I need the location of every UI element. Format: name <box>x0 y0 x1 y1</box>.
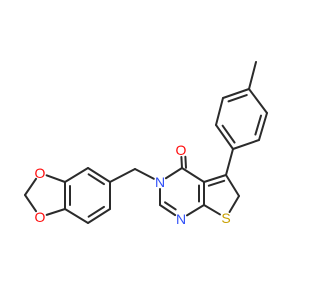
bond-N1-C7a <box>185 204 205 217</box>
bond-C6-S <box>228 195 240 213</box>
bond-CH2diox-O_dioxole_bottom <box>24 194 38 213</box>
atom-label-n3: N <box>155 174 165 190</box>
atom-label-n1: N <box>176 211 186 227</box>
bond-B2-B3 <box>64 167 89 183</box>
bond-T5-T6-double <box>254 114 263 136</box>
bond-N3-CH2 <box>134 168 155 180</box>
bond-T3-T4 <box>222 88 250 99</box>
atom-label-o-dioxole-top: O <box>35 165 46 181</box>
bond-T3-T4-double <box>227 94 248 103</box>
bond-O_dioxole_top-CH2diox <box>24 177 38 196</box>
bond-B1-B2-double <box>87 173 106 186</box>
bond-B5-B6-double <box>87 205 106 218</box>
bond-B3-O_dioxole_top <box>45 174 66 183</box>
bond-T5-T6 <box>258 112 268 141</box>
bond-T2-T3 <box>215 97 224 126</box>
atom-label-s: S <box>221 210 230 226</box>
bond-B4-B5 <box>64 208 89 224</box>
bond-O_dioxole_bottom-B4 <box>45 208 66 216</box>
bond-C4a-C4 <box>181 167 205 183</box>
bond-C2-N1-double <box>164 201 177 211</box>
bond-T1-T2 <box>215 124 234 150</box>
bond-T6-T1 <box>232 139 260 150</box>
bond-C2-N1 <box>159 204 177 217</box>
bond-C4-N3 <box>164 167 183 180</box>
bond-T4-Me <box>248 61 257 90</box>
bond-T4-T5 <box>248 88 268 114</box>
bond-C4-O_carbonyl-double <box>184 155 187 169</box>
bond-B5-B6 <box>87 208 111 224</box>
bond-CH2-B1 <box>109 168 136 183</box>
bond-C4a-C5 <box>203 174 227 183</box>
bond-T1-T2-double <box>221 124 236 144</box>
bond-S-C7a <box>203 204 221 216</box>
bond-B1-B2 <box>87 167 111 183</box>
bond-C4a-C5-double <box>207 179 226 187</box>
bond-C4-O_carbonyl <box>180 155 183 169</box>
atom-label-o-dioxole-bottom: O <box>35 209 46 225</box>
atom-label-o-carbonyl: O <box>176 142 187 158</box>
bond-layer <box>24 61 268 224</box>
bond-C5-C6 <box>225 174 240 197</box>
bond-C5-T1 <box>225 148 234 176</box>
